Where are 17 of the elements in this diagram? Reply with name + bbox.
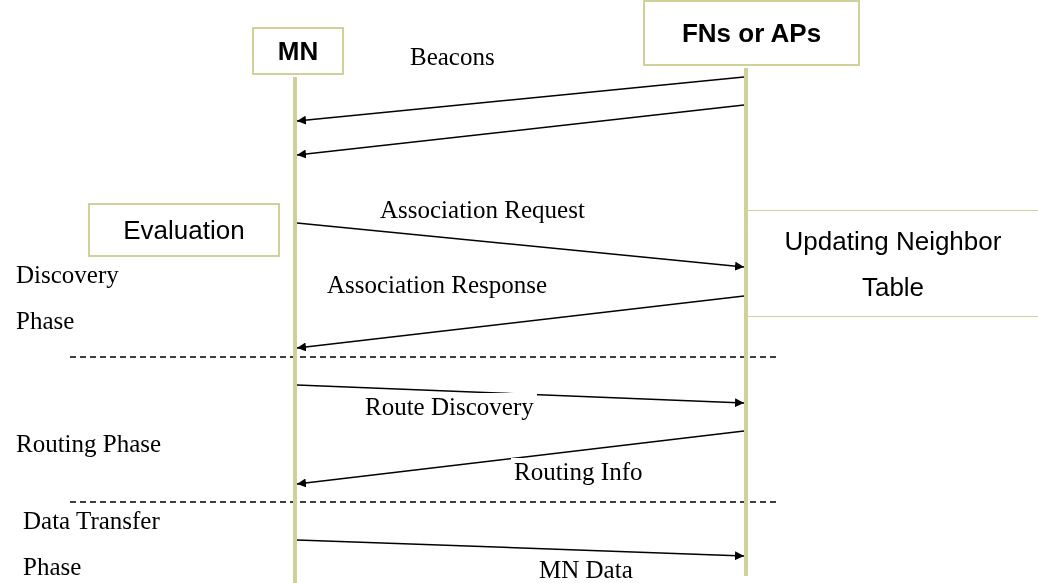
participant-box: MN [252,27,344,75]
message-arrow [296,384,745,408]
phase-label: Data Transfer Phase [23,506,161,582]
message-arrow [296,539,745,561]
message-arrow [296,222,745,271]
participant-box: FNs or APs [643,0,860,66]
process-box: Evaluation [88,203,280,257]
message-arrow [296,430,745,488]
message-arrow [296,76,745,125]
lifeline [293,77,297,583]
lifeline [744,68,748,576]
message-arrow [296,295,745,352]
phase-label: Routing Phase [16,429,163,459]
phase-label: Discovery Phase [16,260,120,336]
note-bracket: Updating Neighbor Table [748,210,1038,317]
message-arrow [296,104,745,159]
edge-label: Route Discovery [362,393,537,421]
